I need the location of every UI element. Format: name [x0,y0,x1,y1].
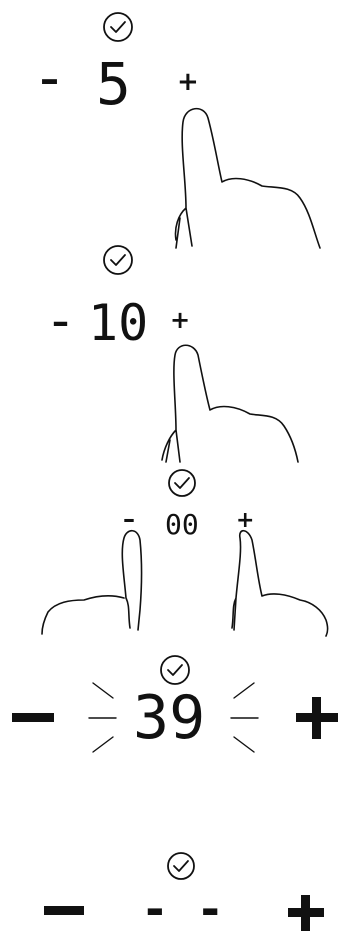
timer-display: 00 [165,508,199,541]
panel-5: – - - + [44,853,324,933]
panel-3: – 00 + [42,470,328,636]
pointing-hand-illustration [175,109,320,248]
pointing-hand-right [232,531,328,636]
clock-check-icon [161,656,189,684]
clock-check-icon [104,246,132,274]
plus-symbol: + [170,306,190,334]
plus-symbol [288,895,324,931]
timer-display: 10 [88,294,148,352]
plus-symbol: + [236,508,254,533]
plus-symbol: + [177,67,199,97]
pointing-hand-illustration [162,345,298,462]
clock-check-icon [168,853,194,879]
timer-display: 39 [133,683,205,753]
timer-display: 5 [96,50,131,118]
clock-check-icon [104,13,132,41]
pointing-hand-left [42,531,142,634]
panel-1: – 5 + [40,13,320,248]
panel-2: – 10 + [52,246,298,462]
minus-symbol [44,906,84,915]
minus-symbol: – [123,505,135,533]
minus-symbol [12,713,54,722]
clock-check-icon [169,470,195,496]
minus-symbol: – [52,302,69,342]
timer-display: - - [141,882,224,933]
panel-4: – 39 + [12,656,338,753]
plus-symbol [296,697,338,739]
minus-symbol: – [40,57,59,101]
